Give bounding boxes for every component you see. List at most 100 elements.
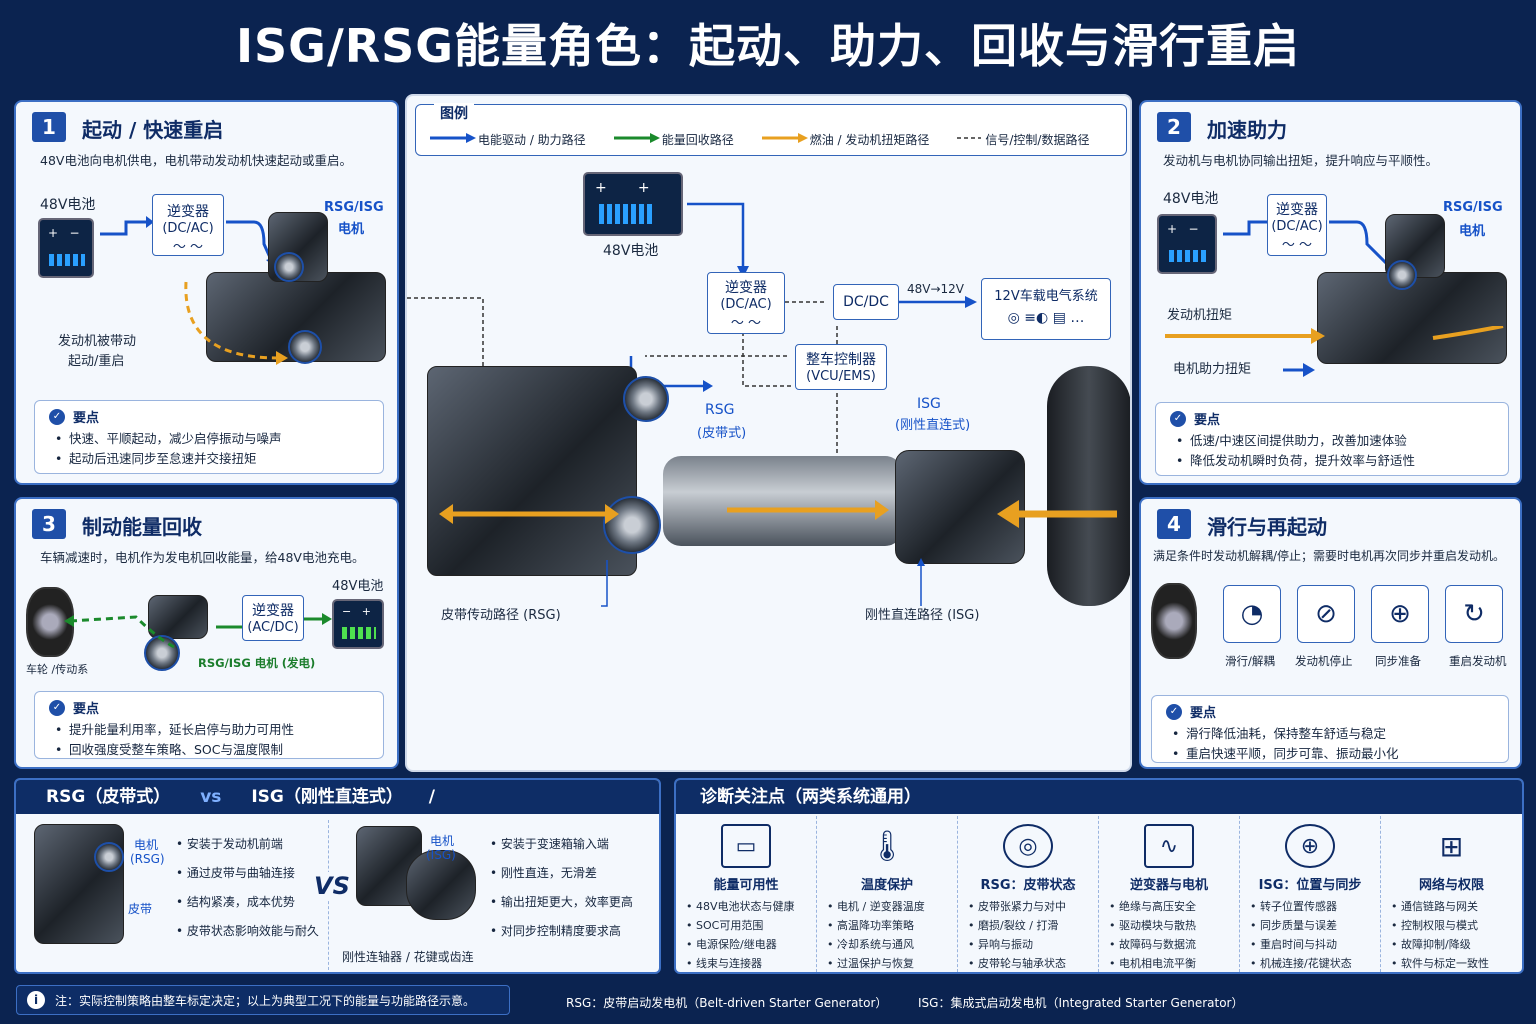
engine-start-arrow — [184, 281, 288, 365]
sync-icon: ⊕ — [1371, 585, 1429, 643]
inverter-box: 逆变器 (AC/DC) — [242, 595, 304, 641]
engine-image — [1317, 272, 1507, 364]
isg-points: • 安装于变速箱输入端 • 刚性直连，无滑差 • 输出扭矩更大，效率更高 • 对… — [490, 830, 633, 946]
diag-col-energy: ▭ 能量可用性 • 48V电池状态与健康• SOC可用范围• 电源保险/继电器•… — [676, 816, 817, 972]
panel-number: 4 — [1157, 509, 1191, 539]
wave-icon: 〜 〜 — [172, 240, 204, 255]
battery-icon: + − — [1157, 214, 1217, 274]
isg-point: • 安装于变速箱输入端 — [490, 837, 609, 851]
comparison-header: RSG（皮带式） vs ISG（刚性直连式） / — [16, 780, 659, 814]
panel-regen-braking: 3 制动能量回收 车辆减速时，电机作为发电机回收能量，给48V电池充电。 逆变器… — [14, 497, 399, 769]
battery-icon: − + — [332, 599, 384, 649]
rsg-pulley-icon — [623, 376, 669, 422]
isg-sub: (刚性直连式) — [895, 418, 971, 433]
pulley-icon — [1387, 260, 1417, 290]
wave-icon: 〜 〜 — [1281, 238, 1313, 253]
diag-title: 逆变器与电机 — [1129, 878, 1208, 893]
12v-system-icons: ◎ ≡◐ ▤ … — [1007, 310, 1085, 326]
battery-label: 48V电池 — [1163, 191, 1219, 207]
rigid-path-label: 刚性直连路径 (ISG) — [865, 608, 980, 623]
isg-motor-label: 电机 — [430, 834, 455, 848]
dcdc-box: DC/DC — [833, 284, 899, 320]
decouple-icon: ◔ — [1223, 585, 1281, 643]
isg-gearbox-image — [406, 850, 476, 920]
crank-pulley-icon — [603, 496, 661, 554]
diag-col-network: ⊞ 网络与权限 • 通信链路与网关• 控制权限与模式• 故障抑制/降级• 软件与… — [1381, 816, 1522, 972]
diag-title: ISG：位置与同步 — [1258, 878, 1362, 893]
legend-item-electric: 电能驱动 / 助力路径 — [428, 131, 586, 148]
key-point: 重启快速平顺，同步可靠、振动最小化 — [1166, 744, 1494, 764]
belt-icon: ◎ — [1003, 824, 1053, 868]
legend-item-signal: 信号/控制/数据路径 — [955, 131, 1089, 148]
key-points: ✓要点 快速、平顺起动，减少启停振动与噪声起动后迅速同步至怠速并交接扭矩 — [34, 400, 384, 474]
key-point: 滑行降低油耗，保持整车舒适与稳定 — [1166, 724, 1494, 744]
panel-number: 1 — [32, 112, 66, 142]
vcu-label: 整车控制器 — [806, 352, 876, 368]
key-points-heading: 要点 — [1194, 413, 1221, 428]
path-pointers — [601, 558, 925, 607]
panel-title: 起动 / 快速重启 — [82, 118, 224, 142]
rsg-sub: (皮带式) — [697, 426, 747, 441]
torque-arrows — [439, 500, 1117, 528]
panel-number: 2 — [1157, 112, 1191, 142]
isg-unit-image — [895, 450, 1025, 564]
inverter-label: 逆变器 — [725, 280, 767, 296]
inverter-sub: (DC/AC) — [162, 221, 214, 236]
isg-heading: ISG（刚性直连式） — [251, 787, 403, 807]
coast-steps: ◔ ⊘ ⊕ ↻ 滑行/解耦 发动机停止 同步准备 重启发动机 — [1221, 585, 1520, 675]
diag-col-inverter: ∿ 逆变器与电机 • 绝缘与高压安全• 驱动模块与散热• 故障码与数据流• 电机… — [1099, 816, 1240, 972]
battery-label: 48V电池 — [332, 579, 384, 594]
rsg-point: • 通过皮带与曲轴连接 — [176, 866, 295, 880]
step-label: 同步准备 — [1375, 654, 1421, 668]
footer-note-box: i 注：实际控制策略由整车标定决定；以上为典型工况下的能量与功能路径示意。 — [16, 985, 510, 1015]
inverter-box: 逆变器 (DC/AC) 〜 〜 — [1267, 194, 1327, 256]
key-point: 提升能量利用率，延长启停与助力可用性 — [49, 720, 369, 740]
power-arrow — [100, 216, 154, 236]
main-engine-image — [427, 366, 637, 576]
center-inverter-box: 逆变器 (DC/AC) 〜 〜 — [707, 272, 785, 334]
left-dashed-link — [407, 297, 484, 366]
vcu-sub: (VCU/EMS) — [806, 369, 876, 384]
center-battery-icon: + + — [583, 172, 683, 236]
panel-title: 滑行与再起动 — [1207, 515, 1327, 539]
diag-col-belt: ◎ RSG：皮带状态 • 皮带张紧力与对中• 磨损/裂纹 / 打滑• 异响与振动… — [958, 816, 1099, 972]
key-point: 低速/中速区间提供助力，改善加速体验 — [1170, 431, 1494, 451]
inverter-label: 逆变器 — [252, 603, 294, 619]
key-point: 降低发动机瞬时负荷，提升效率与舒适性 — [1170, 451, 1494, 471]
drivetrain-image — [148, 595, 208, 639]
motor-arrow — [1329, 220, 1389, 266]
step-label: 滑行/解耦 — [1225, 654, 1275, 668]
target-icon: ⊕ — [1285, 824, 1335, 868]
rsg-label: RSG — [705, 402, 735, 418]
diag-title: 网络与权限 — [1418, 878, 1484, 893]
rsg-vs-isg-comparison: RSG（皮带式） vs ISG（刚性直连式） / 电机 (RSG) 皮带 • 安… — [14, 778, 661, 974]
slash-heading: / — [428, 787, 436, 807]
panel-coast-restart: 4 滑行与再起动 满足条件时发动机解耦/停止；需要时电机再次同步并重启发动机。 … — [1139, 497, 1522, 769]
check-icon: ✓ — [49, 408, 65, 425]
rsg-motor-label-2: (RSG) — [130, 852, 165, 866]
inverter-box: 逆变器 (DC/AC) 〜 〜 — [152, 194, 224, 256]
key-points-heading: 要点 — [73, 702, 100, 717]
rsg-point: • 皮带状态影响效能与耐久 — [176, 924, 319, 938]
key-points-heading: 要点 — [1190, 706, 1217, 721]
voltage-conversion-label: 48V→12V — [907, 282, 965, 296]
legend-label: 能量回收路径 — [661, 133, 734, 147]
12v-system-label: 12V车载电气系统 — [994, 289, 1098, 304]
key-points: ✓要点 提升能量利用率，延长启停与助力可用性回收强度受整车策略、SOC与温度限制 — [34, 691, 384, 760]
diagnostics-header: 诊断关注点（两类系统通用） — [676, 780, 1522, 814]
panel-accel-assist: 2 加速助力 发动机与电机协同输出扭矩，提升响应与平顺性。 48V电池 + − … — [1139, 100, 1522, 485]
vs-badge: VS — [312, 872, 352, 900]
center-battery-label: 48V电池 — [603, 243, 659, 259]
legend-label: 燃油 / 发动机扭矩路径 — [809, 133, 930, 147]
page-title: ISG/RSG能量角色：起动、助力、回收与滑行重启 — [235, 19, 1301, 73]
isg-label: ISG — [917, 396, 941, 412]
inverter-icon: ∿ — [1144, 824, 1194, 868]
motor-label: RSG/ISG — [1443, 200, 1503, 215]
diag-title: 能量可用性 — [713, 878, 779, 893]
rsg-belt-label: 皮带 — [128, 902, 153, 916]
key-point: 起动后迅速同步至怠速并交接扭矩 — [49, 449, 369, 469]
drive-shaft — [663, 456, 903, 546]
battery-icon: + − — [38, 218, 94, 278]
wheel-icon — [1151, 583, 1197, 659]
rsg-motor-label: 电机 — [134, 838, 159, 852]
